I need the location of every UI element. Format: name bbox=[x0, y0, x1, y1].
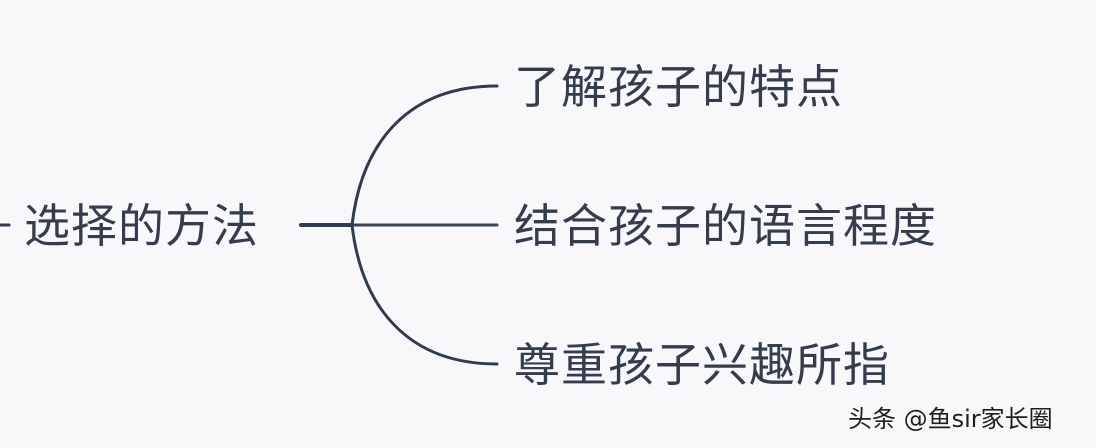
child-node-understand-traits: 了解孩子的特点 bbox=[514, 60, 843, 114]
child-node-language-level: 结合孩子的语言程度 bbox=[514, 199, 937, 253]
root-node: 选择的方法 bbox=[24, 199, 259, 253]
child-node-respect-interests: 尊重孩子兴趣所指 bbox=[514, 338, 890, 392]
branch-connector-3 bbox=[350, 223, 499, 366]
branch-connector-1 bbox=[350, 84, 499, 227]
watermark: 头条 @鱼sir家长圈 bbox=[848, 405, 1053, 433]
